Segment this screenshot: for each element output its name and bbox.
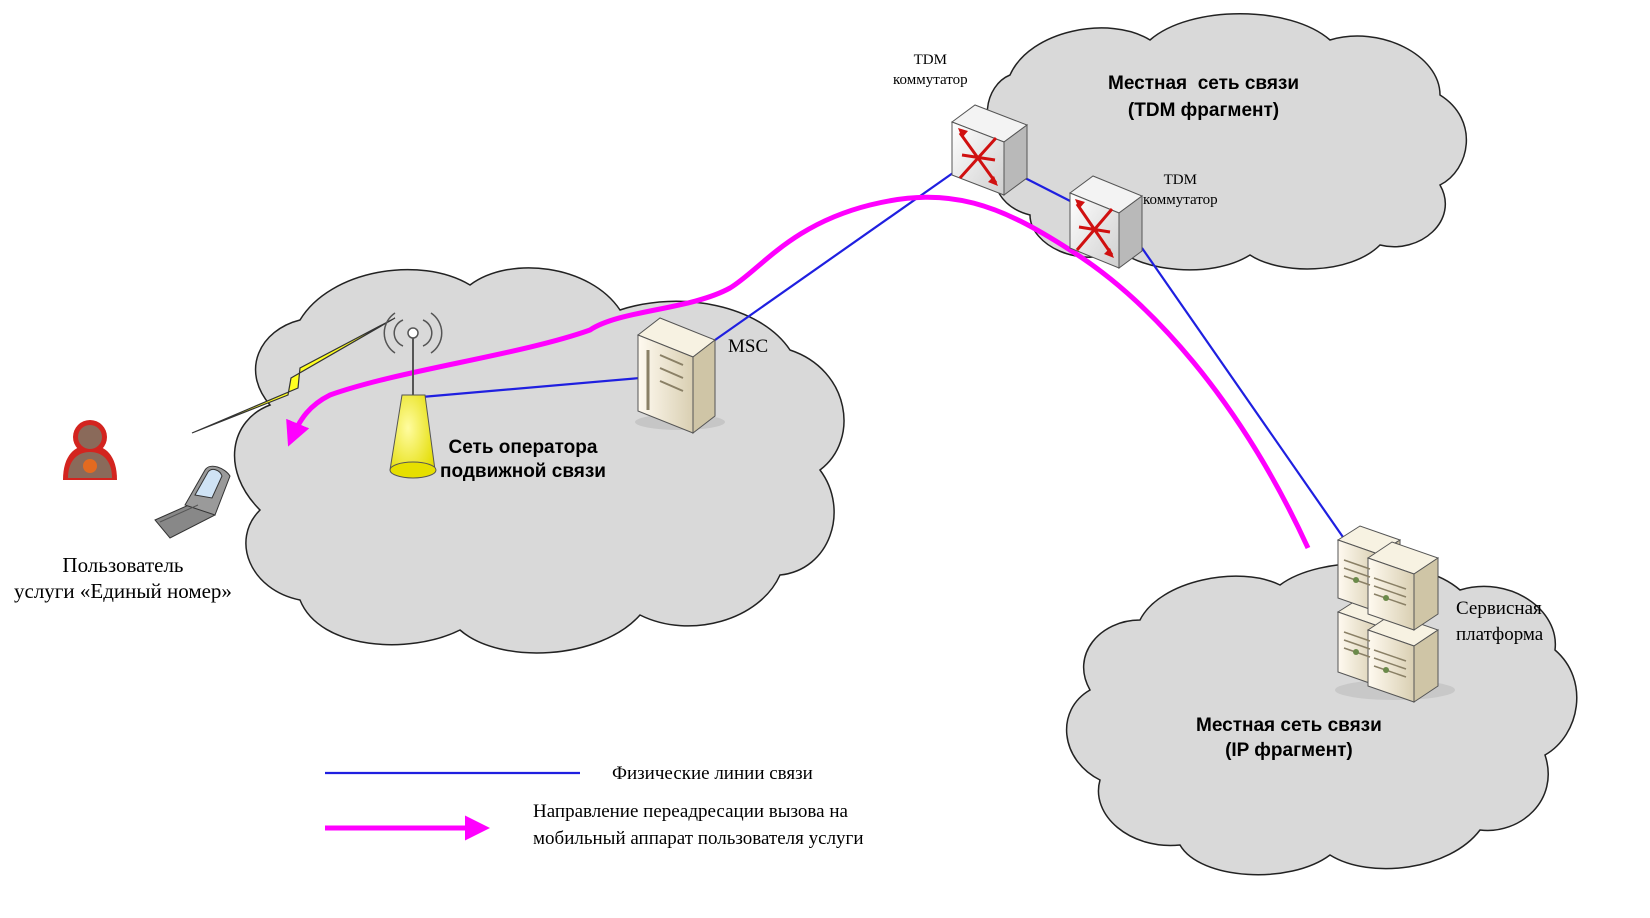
legend-redirect-label: Направление переадресации вызова на моби… [533,801,864,849]
link-msc-tdm1 [714,167,961,341]
link-tdm2-platform [1141,247,1346,541]
redirect-path [286,194,1311,550]
link-tdm1-tdm2 [1024,177,1079,206]
msc-label: MSC [728,336,769,357]
tdm-switch-1-icon [950,104,1029,196]
tdm-switch-2-label: TDM коммутатор [1143,172,1218,208]
user-icon [63,420,117,480]
link-bts-msc [409,376,641,400]
radio-link-icon [191,317,396,434]
legend-physical-label: Физические линии связи [612,763,813,784]
base-station-icon [383,312,443,479]
service-platform-icon [1335,525,1455,703]
service-platform-label: Сервисная платформа [1456,598,1544,645]
user-label: Пользователь услуги «Единый номер» [14,553,232,603]
ip-network-label: Местная сеть связи (IP фрагмент) [1196,715,1382,761]
tdm-switch-2-icon [1068,175,1144,269]
mobile-phone-icon [154,465,231,539]
mobile-network-label: Сеть оператора подвижной связи [440,437,606,482]
tdm-switch-1-label: TDM коммутатор [893,52,968,88]
msc-server-icon [635,317,725,435]
tdm-network-label: Местная сеть связи (TDM фрагмент) [1108,73,1300,121]
tdm-network-cloud [986,13,1467,271]
